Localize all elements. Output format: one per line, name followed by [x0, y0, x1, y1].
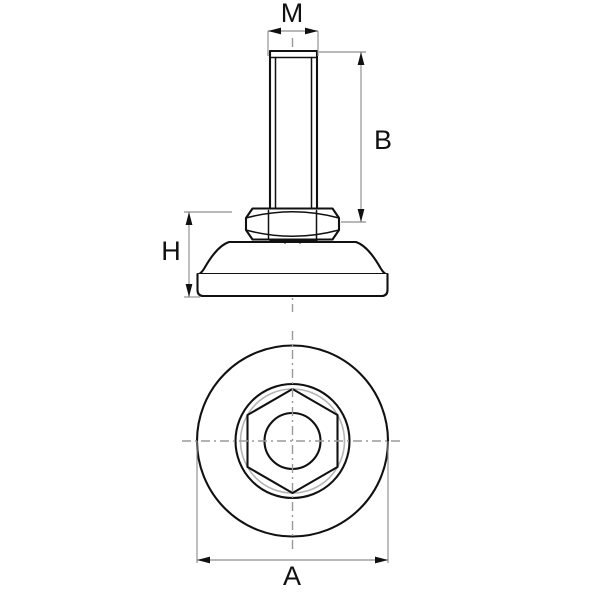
dimension-m: M [267, 0, 319, 56]
conical-base [196, 239, 389, 298]
dim-b-arrow-top [357, 52, 365, 65]
dim-m-label: M [281, 0, 304, 28]
plan-view [182, 331, 403, 551]
hex-nut-body [244, 207, 341, 241]
dimension-h: H [161, 211, 232, 298]
dim-h-label: H [161, 236, 181, 266]
dim-b-label: B [374, 125, 392, 155]
dim-m-arrow-right [305, 27, 318, 35]
dim-h-arrow-bottom [185, 284, 193, 297]
plan-hex-nut-outline [246, 387, 339, 495]
dim-m-arrow-left [268, 27, 281, 35]
dim-h-arrow-top [185, 212, 193, 225]
base-rim-outline [196, 272, 389, 298]
dim-a-label: A [283, 561, 301, 591]
dimension-b: B [319, 51, 392, 223]
dim-b-arrow-bottom [357, 209, 365, 222]
dim-a-arrow-left [197, 556, 210, 564]
hex-nut-side [244, 207, 341, 241]
hex-nut-bottom-chamfer-arc [245, 229, 340, 237]
dim-a-arrow-right [375, 556, 388, 564]
dimension-a: A [196, 441, 389, 591]
side-elevation-view [196, 38, 389, 312]
hex-nut-top-chamfer-arc [245, 211, 340, 219]
